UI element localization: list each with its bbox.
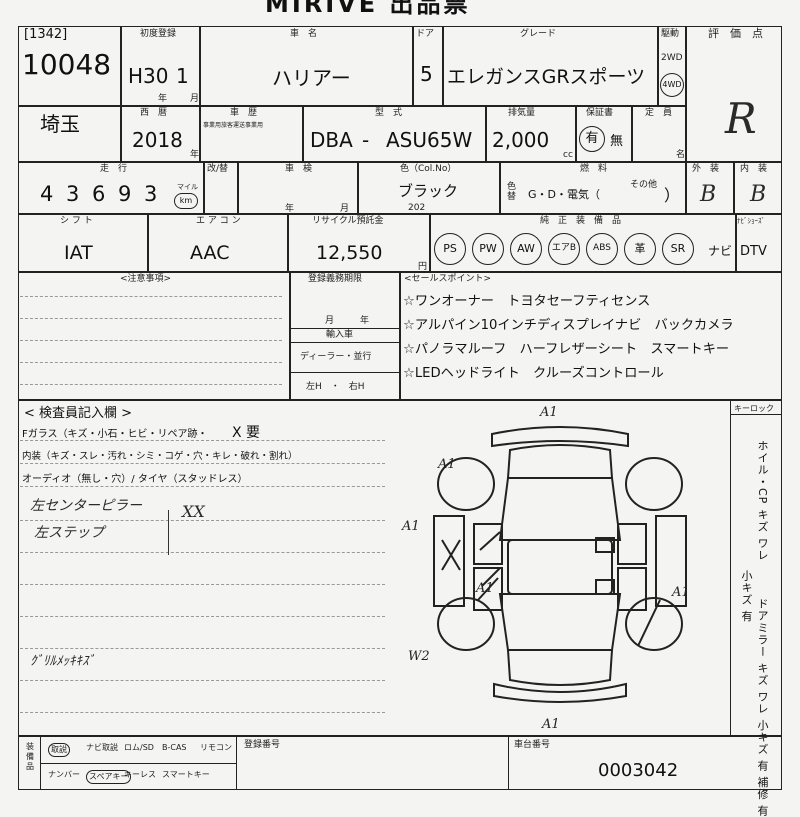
- model-label: 車 名: [290, 29, 318, 39]
- lot-box: [18, 26, 121, 106]
- first-reg-year: H30: [128, 64, 169, 88]
- recycle-value: 12,550: [316, 242, 383, 264]
- score-value: R: [725, 94, 757, 143]
- year-ad: 2018: [132, 128, 183, 152]
- glass-x: X 要: [232, 425, 261, 441]
- doors-value: 5: [420, 62, 433, 86]
- accessory-item: ナンバー: [48, 770, 80, 779]
- sheet-title: MIRIVE 出品票: [265, 0, 471, 18]
- handwritten-note-3: ｸﾞﾘﾙﾒｯｷｷｽﾞ: [30, 654, 95, 669]
- mileage-km: km: [174, 193, 198, 209]
- navi-choice: DTV: [740, 244, 767, 259]
- accessory-item: キーレス: [124, 770, 156, 779]
- damage-mark: A1: [437, 457, 456, 472]
- damage-mark: A1: [671, 585, 690, 600]
- prefecture-box: [18, 106, 121, 162]
- fuel-value: G・D・電気（: [528, 188, 600, 201]
- accessory-item: リモコン: [200, 743, 232, 752]
- handwritten-note-1: 左センターピラー: [30, 498, 142, 514]
- accessory-item: ロム/SD: [124, 743, 154, 752]
- color-name: ブラック: [398, 182, 459, 200]
- sales-point: ☆ワンオーナー トヨタセーフティセンス: [403, 294, 651, 309]
- chassis-number: 0003042: [598, 760, 679, 781]
- mileage-digit: 3: [144, 182, 158, 206]
- prefecture: 埼玉: [40, 112, 80, 136]
- color-no: 202: [408, 203, 426, 213]
- equipment-item: PS: [434, 233, 466, 265]
- type-prefix: DBA: [310, 128, 353, 152]
- shift-value: IAT: [64, 242, 93, 264]
- audio-line: オーディオ（無し・穴）/ タイヤ（スタッドレス）: [22, 474, 248, 485]
- equipment-item: エアB: [548, 233, 580, 265]
- displacement: 2,000: [492, 128, 550, 152]
- sales-point: ☆アルパイン10インチディスプレイナビ バックカメラ: [403, 318, 734, 333]
- side-note-2: 小キズ 有: [740, 570, 753, 623]
- grade-value: エレガンスGRスポーツ: [447, 66, 646, 88]
- mileage-digit: 6: [92, 182, 106, 206]
- equipment-item: SR: [662, 233, 694, 265]
- handle-side: 左H ・ 右H: [306, 382, 365, 392]
- damage-mark: A1: [541, 717, 560, 732]
- sales-point: ☆パノラマルーフ ハーフレザーシート スマートキー: [403, 342, 730, 357]
- damage-mark: A1: [539, 405, 558, 420]
- handwritten-note-2: 左ステップ: [34, 525, 104, 541]
- damage-mark: A1: [401, 519, 420, 534]
- side-note-3: ドアミラー キズ ワレ 小キズ 有 補修 有: [756, 598, 769, 817]
- ac-value: AAC: [190, 242, 230, 264]
- glass-line: Fガラス（キズ・小石・ヒビ・リペア跡・: [22, 429, 208, 440]
- first-reg-label: 初度登録: [140, 29, 177, 39]
- accessory-side-label: 装備品: [26, 742, 34, 771]
- mileage-digit: 3: [66, 182, 80, 206]
- equipment-item: AW: [510, 233, 542, 265]
- drive-4wd: 4WD: [660, 73, 684, 97]
- sales-point: ☆LEDヘッドライト クルーズコントロール: [403, 366, 664, 381]
- mileage-digit: 4: [40, 182, 54, 206]
- equipment-item: 革: [624, 233, 656, 265]
- drive-2wd: 2WD: [661, 53, 683, 63]
- accessory-item: ナビ取説: [86, 743, 118, 752]
- mileage-digit: 9: [118, 182, 132, 206]
- equipment-item: PW: [472, 233, 504, 265]
- damage-mark: W2: [408, 649, 430, 664]
- interior-line: 内装（キズ・スレ・汚れ・シミ・コゲ・穴・キレ・破れ・割れ）: [22, 451, 298, 462]
- accessory-item: 取説: [48, 743, 70, 757]
- interior-score: B: [750, 182, 767, 207]
- handwritten-note-xx: XX: [182, 502, 205, 521]
- exterior-score: B: [700, 182, 717, 207]
- lot-tag: [1342]: [24, 27, 68, 42]
- inspector-heading: < 検査員記入欄 >: [24, 406, 133, 421]
- lot-number: 10048: [22, 48, 112, 81]
- warranty-yes: 有: [579, 126, 605, 152]
- model-name: ハリアー: [272, 66, 351, 90]
- accessory-item: B-CAS: [162, 743, 187, 752]
- side-note-1: ホイル・CP キズ ワレ: [756, 440, 769, 562]
- equipment-item: ABS: [586, 233, 618, 265]
- import-options: ディーラー・並行: [300, 352, 372, 362]
- warranty-no: 無: [610, 134, 624, 149]
- navi-label: ナビ: [708, 244, 733, 258]
- accessory-item: スマートキー: [162, 770, 210, 779]
- damage-mark: A1: [475, 581, 494, 596]
- accessory-item: スペアキー: [86, 770, 132, 784]
- first-reg-month: 1: [176, 64, 189, 88]
- type-model: ASU65W: [386, 128, 473, 152]
